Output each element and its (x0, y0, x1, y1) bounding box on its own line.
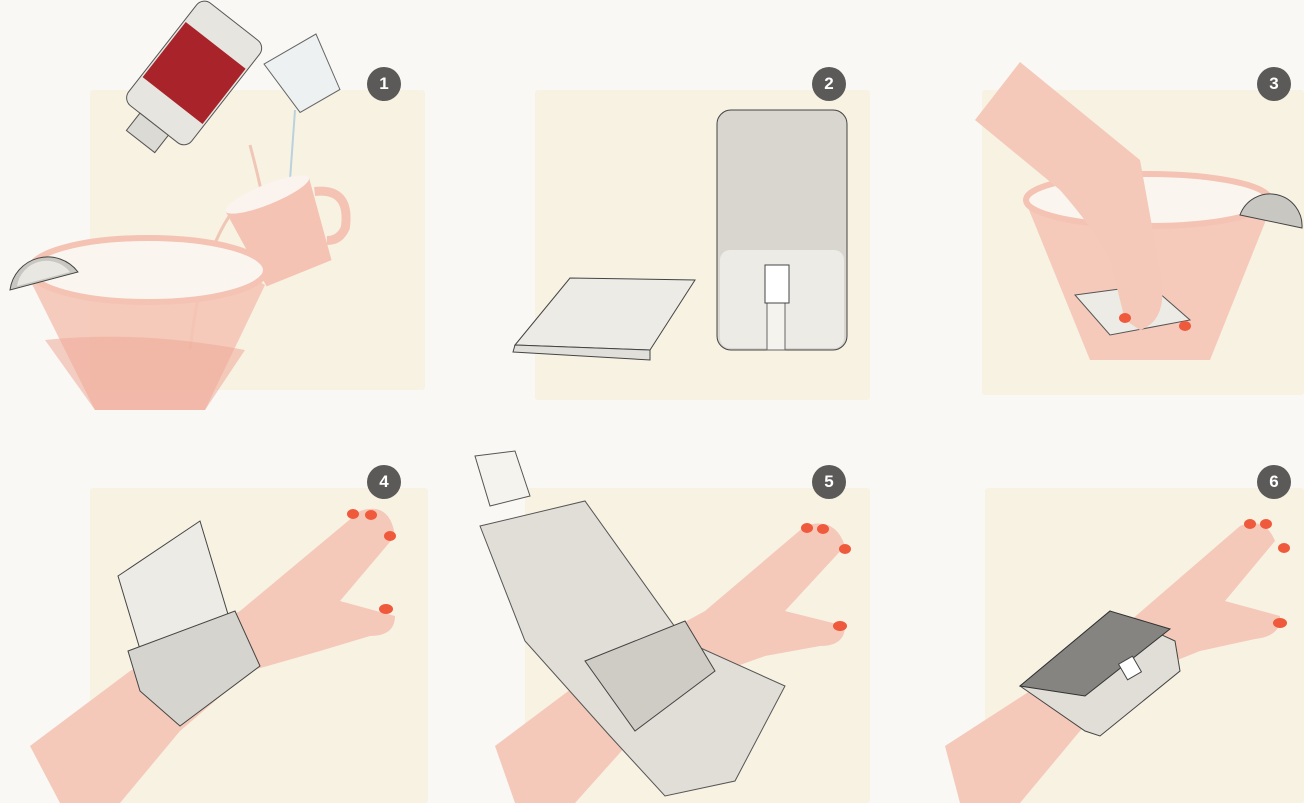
folded-cloth-icon (513, 278, 695, 360)
wrap-icon (717, 110, 847, 350)
step-5-panel: 5 (435, 401, 869, 802)
step-number-badge: 4 (367, 465, 401, 499)
step-3-panel: 3 (870, 0, 1304, 401)
step-number-badge: 3 (1257, 67, 1291, 101)
soak-cloth-illustration (870, 0, 1304, 401)
bottle-icon (109, 0, 266, 166)
step-number-badge: 5 (812, 465, 846, 499)
step-number-badge: 2 (812, 67, 846, 101)
step-number-badge: 1 (367, 67, 401, 101)
step-4-panel: 4 (0, 401, 434, 802)
wrist-cloth-illustration (0, 401, 434, 802)
fastened-wrap-illustration (870, 401, 1304, 802)
glass-icon (264, 34, 346, 116)
cloth-and-wrap-illustration (435, 0, 869, 401)
pour-into-bowl-illustration (0, 0, 434, 401)
step-number-badge: 6 (1257, 465, 1291, 499)
step-2-panel: 2 (435, 0, 869, 401)
step-1-panel: 1 (0, 0, 434, 401)
wrap-wrist-illustration (435, 401, 869, 802)
step-6-panel: 6 (870, 401, 1304, 802)
